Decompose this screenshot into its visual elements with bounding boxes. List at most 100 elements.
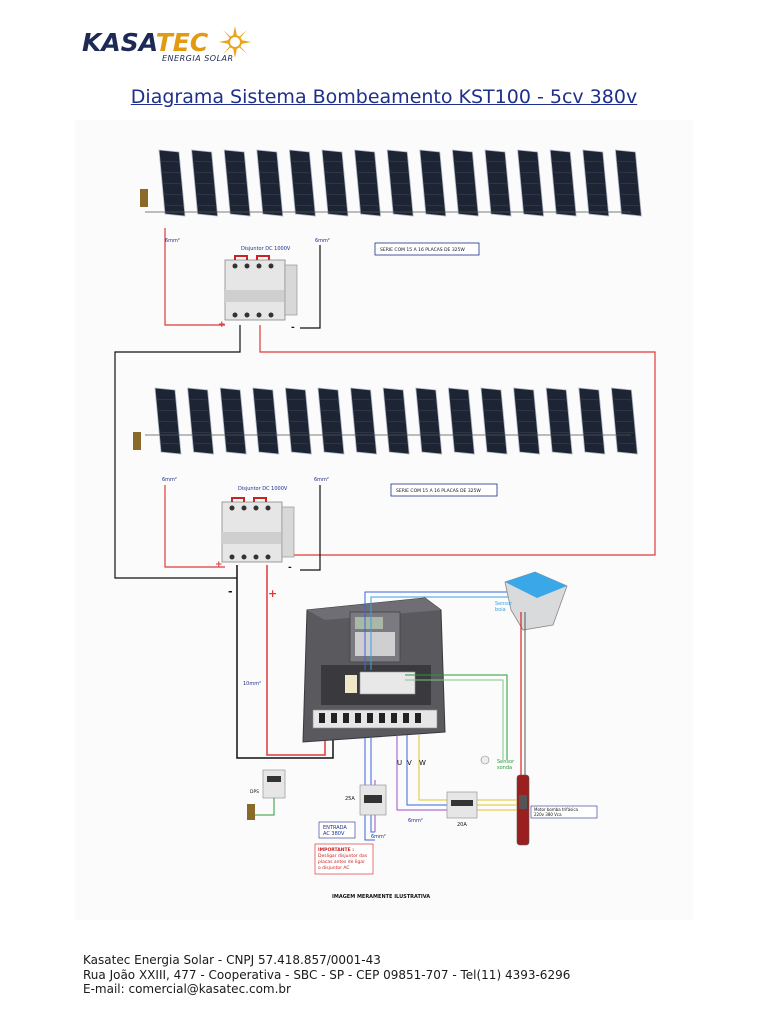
phase-v: V — [407, 759, 412, 767]
important-label-2: Desligar disjuntor das — [318, 853, 368, 859]
array2-minus-sign: - — [288, 563, 292, 573]
pump-motor-icon — [516, 774, 530, 846]
pumping-system-diagram: 6mm² 6mm² SERIE COM 15 A 16 PLACAS DE 32… — [75, 120, 693, 920]
breaker-20a-icon — [446, 791, 478, 819]
solar-panel-icon — [350, 387, 378, 455]
important-box — [314, 843, 374, 875]
array2-positive-wire — [164, 485, 225, 568]
array1-negative-wire — [300, 245, 321, 329]
page-title: Diagrama Sistema Bombeamento KST100 - 5c… — [130, 86, 638, 108]
solar-panel-icon — [545, 387, 573, 455]
solar-panel-icon — [187, 387, 215, 455]
ac-input-label-2: AC 380V — [323, 831, 345, 837]
array1-plus-sign: + — [218, 320, 226, 330]
illustrative-note: IMAGEM MERAMENTE ILUSTRATIVA — [332, 894, 430, 900]
panel-row-1 — [158, 149, 642, 217]
solar-panel-icon — [614, 149, 642, 217]
solar-panel-icon — [219, 387, 247, 455]
dc-plus-sign: + — [268, 587, 277, 600]
solar-panel-icon — [288, 149, 316, 217]
brand-name: KASATEC — [82, 28, 209, 57]
solar-panel-icon — [321, 149, 349, 217]
array1-cable-left: 6mm² — [165, 238, 180, 244]
array2-breaker-label: Disjuntor DC 1000V — [238, 486, 288, 492]
motor-wire-w — [418, 735, 447, 801]
brand-tagline: ENERGIA SOLAR — [162, 54, 234, 63]
dc-cable-label: 10mm² — [243, 681, 261, 687]
ac-input-box — [318, 821, 356, 839]
footer-company: Kasatec Energia Solar - CNPJ 57.418.857/… — [83, 953, 381, 967]
well-sensor-label-1: Sensor — [497, 759, 515, 765]
solar-panel-icon — [256, 149, 284, 217]
float-sensor-label-2: boia — [495, 607, 506, 613]
motor-label-1: Motor bomba trifásica — [534, 807, 579, 812]
phase-u: U — [397, 759, 402, 767]
inverter-icon — [302, 597, 446, 743]
solar-panel-icon — [415, 387, 443, 455]
footer-address: Rua João XXIII, 477 - Cooperativa - SBC … — [83, 967, 571, 982]
dps-icon — [262, 769, 286, 799]
solar-panel-icon — [517, 149, 545, 217]
solar-panel-icon — [354, 149, 382, 217]
solar-panel-icon — [382, 387, 410, 455]
important-label-4: o disjuntor AC — [318, 865, 350, 871]
motor-label-box — [530, 805, 598, 819]
solar-panel-icon — [484, 149, 512, 217]
motor-label-2: 220v 380 Vca — [534, 812, 562, 817]
motor-wire-v — [406, 735, 447, 806]
panel-row-2 — [154, 387, 638, 455]
breaker-25a-label: 25A — [345, 796, 355, 802]
solar-panel-icon — [578, 387, 606, 455]
solar-panel-icon — [610, 387, 638, 455]
ac-input-label-1: ENTRADA — [323, 825, 347, 831]
important-label-1: IMPORTANTE : — [318, 847, 354, 853]
dps-label: DPS — [250, 789, 259, 795]
brand-logo: KASATEC ENERGIA SOLAR — [82, 26, 252, 66]
ac-cable-label: 6mm² — [371, 834, 386, 840]
float-sensor-label-1: Sensor — [495, 601, 513, 607]
dc-minus-sign: - — [228, 585, 233, 598]
array2-cable-left: 6mm² — [162, 477, 177, 483]
solar-panel-icon — [386, 149, 414, 217]
dps-ground-wire — [255, 798, 275, 816]
solar-panel-icon — [480, 387, 508, 455]
array2-plus-sign: + — [215, 560, 223, 570]
well-sensor-icon — [480, 755, 490, 765]
well-sensor-label-2: sonda — [497, 765, 512, 771]
interconnect-negative-wire — [114, 325, 241, 579]
solar-array-2: 6mm² 6mm² SERIE COM 15 A 16 PLACAS DE 32… — [133, 387, 638, 573]
array2-series-box — [390, 483, 498, 497]
well-sensor-wire-a — [405, 674, 508, 760]
solar-panel-icon — [154, 387, 182, 455]
array1-series-box — [374, 242, 480, 256]
solar-panel-icon — [158, 149, 186, 217]
solar-panel-icon — [223, 149, 251, 217]
array1-positive-wire — [164, 228, 225, 326]
solar-panel-icon — [317, 387, 345, 455]
solar-array-1: 6mm² 6mm² SERIE COM 15 A 16 PLACAS DE 32… — [140, 149, 642, 333]
solar-panel-icon — [549, 149, 577, 217]
solar-panel-icon — [191, 149, 219, 217]
solar-panel-icon — [419, 149, 447, 217]
phase-w: W — [419, 759, 426, 767]
array1-cable-right: 6mm² — [315, 238, 330, 244]
ground-rod-icon — [140, 189, 148, 207]
sun-icon — [219, 26, 251, 58]
float-sensor-wire-a — [364, 591, 515, 670]
ground-rod-2-icon — [133, 432, 141, 450]
array1-breaker-label: Disjuntor DC 1000V — [241, 246, 291, 252]
solar-panel-icon — [447, 387, 475, 455]
motor-wires-out — [477, 799, 517, 811]
footer-email[interactable]: E-mail: comercial@kasatec.com.br — [83, 982, 291, 996]
important-label-3: placas antes de ligar — [318, 859, 365, 865]
array2-cable-right: 6mm² — [314, 477, 329, 483]
solar-panel-icon — [582, 149, 610, 217]
array2-negative-wire — [300, 485, 321, 571]
solar-panel-icon — [513, 387, 541, 455]
dc-breaker-1-icon — [224, 255, 298, 321]
solar-panel-icon — [284, 387, 312, 455]
dc-positive-to-inverter — [266, 565, 326, 756]
array2-series-label: SERIE COM 15 A 16 PLACAS DE 325W — [396, 488, 481, 494]
motor-cable-label: 6mm² — [408, 818, 423, 824]
breaker-20a-label: 20A — [457, 822, 467, 828]
